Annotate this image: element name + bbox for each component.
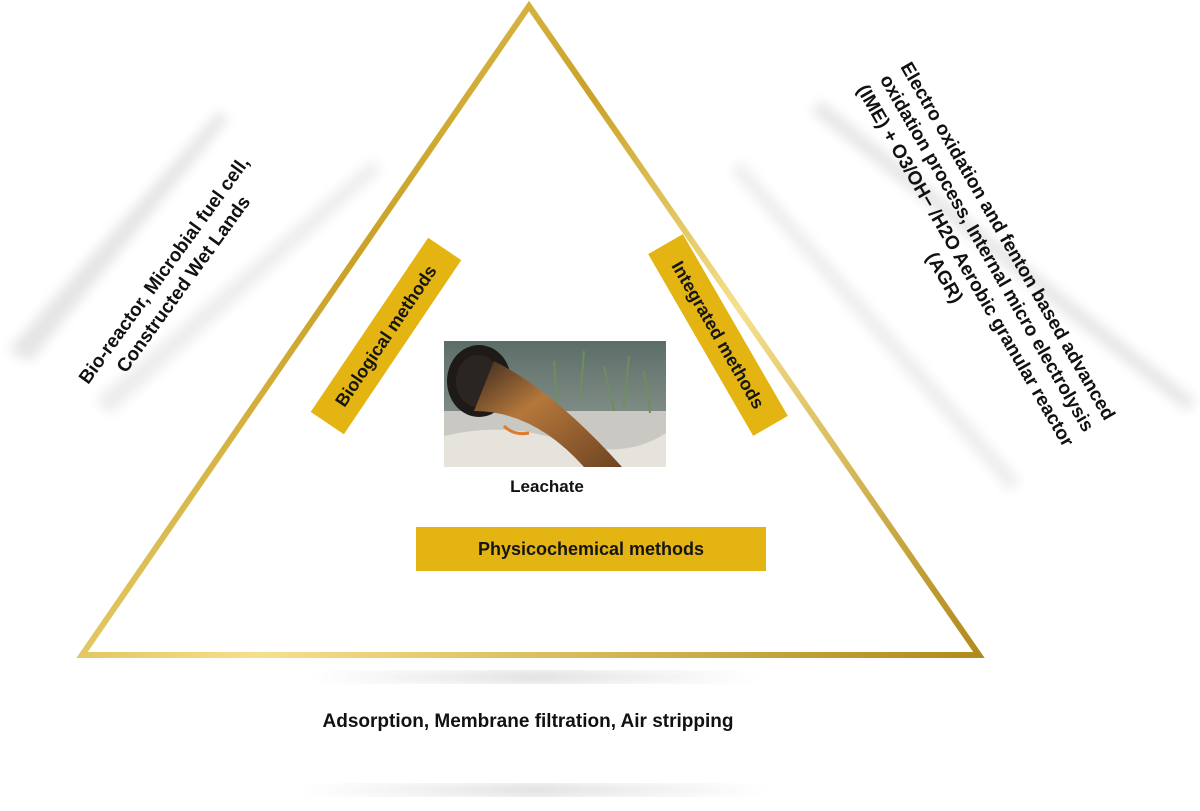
leachate-photo (444, 341, 666, 467)
leachate-label: Leachate (510, 477, 584, 496)
physicochemical-methods-badge: Physicochemical methods (416, 527, 766, 571)
triangle-frame (76, 0, 985, 658)
panel-shadows (8, 100, 1195, 795)
physicochemical-examples-label: Adsorption, Membrane filtration, Air str… (322, 710, 734, 732)
